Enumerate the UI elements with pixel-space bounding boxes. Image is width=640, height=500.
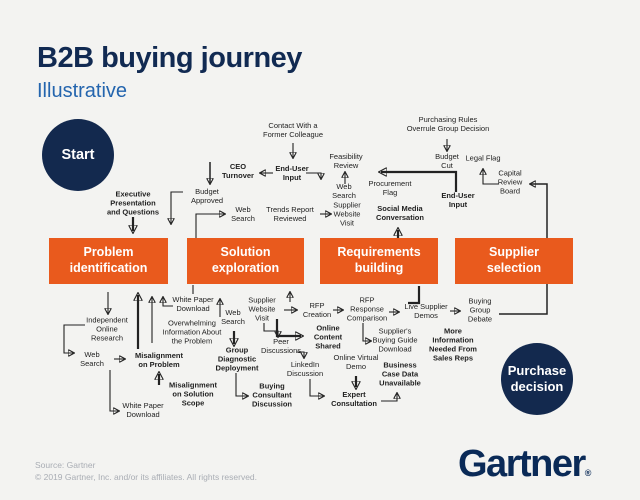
node-peer-discussions: Peer Discussions: [260, 337, 302, 355]
node-online-content-shared: Online Content Shared: [313, 323, 343, 351]
node-overwhelming-information: Overwhelming Information About the Probl…: [162, 318, 222, 346]
registered-mark: ®: [584, 468, 592, 478]
node-end-user-input-right: End-User Input: [441, 191, 475, 209]
stage-problem-identification: Problem identification: [49, 238, 168, 284]
node-budget-cut: Budget Cut: [435, 152, 459, 170]
node-social-media-conversation: Social Media Conversation: [376, 204, 424, 222]
node-purchasing-rules-overrule: Purchasing Rules Overrule Group Decision: [406, 115, 490, 133]
node-web-search-top: Web Search: [231, 205, 255, 223]
node-linkedin-discussion: LinkedIn Discussion: [286, 360, 324, 378]
node-live-supplier-demos: Live Supplier Demos: [404, 302, 448, 320]
node-capital-review-board: Capital Review Board: [497, 168, 523, 196]
node-rfp-response-comparison: RFP Response Comparison: [346, 295, 388, 323]
stage-requirements-building: Requirements building: [320, 238, 438, 284]
node-web-search-left: Web Search: [80, 350, 104, 368]
node-supplier-website-visit-bottom: Supplier Website Visit: [248, 295, 276, 323]
source-copyright-text: Source: Gartner © 2019 Gartner, Inc. and…: [35, 460, 258, 483]
node-rfp-creation: RFP Creation: [302, 301, 332, 319]
start-circle: Start: [42, 119, 114, 191]
gartner-logo: Gartner®: [458, 443, 591, 486]
node-misalignment-on-solution-scope: Misalignment on Solution Scope: [169, 380, 217, 408]
node-misalignment-on-problem: Misalignment on Problem: [135, 351, 183, 369]
gartner-logo-text: Gartner: [458, 443, 586, 485]
node-buying-consultant-discussion: Buying Consultant Discussion: [251, 381, 293, 409]
node-online-virtual-demo: Online Virtual Demo: [333, 353, 379, 371]
node-supplier-website-visit-top: Supplier Website Visit: [333, 200, 361, 228]
page-subtitle: Illustrative: [37, 80, 128, 102]
node-ceo-turnover: CEO Turnover: [222, 162, 254, 180]
node-legal-flag: Legal Flag: [465, 153, 501, 163]
node-end-user-input-left: End-User Input: [275, 164, 309, 182]
node-independent-online-research: Independent Online Research: [86, 315, 128, 343]
node-executive-presentation: Executive Presentation and Questions: [106, 189, 160, 217]
purchase-decision-circle: Purchase decision: [501, 343, 573, 415]
node-budget-approved: Budget Approved: [190, 187, 224, 205]
node-trends-report-reviewed: Trends Report Reviewed: [266, 205, 314, 223]
node-group-diagnostic-deployment: Group Diagnostic Deployment: [215, 345, 259, 373]
node-feasibility-review: Feasibility Review: [329, 152, 363, 170]
node-contact-with-former-colleague: Contact With a Former Colleague: [262, 121, 324, 139]
node-buying-group-debate: Buying Group Debate: [467, 296, 493, 324]
stage-supplier-selection: Supplier selection: [455, 238, 573, 284]
node-procurement-flag: Procurement Flag: [368, 179, 412, 197]
node-more-information-needed: More Information Needed From Sales Reps: [429, 326, 477, 362]
node-web-search-center: Web Search: [221, 308, 245, 326]
node-suppliers-buying-guide-download: Supplier's Buying Guide Download: [372, 326, 418, 354]
node-business-case-data-unavailable: Business Case Data Unavailable: [379, 360, 421, 388]
node-white-paper-download-bottom: White Paper Download: [122, 401, 164, 419]
stage-solution-exploration: Solution exploration: [187, 238, 304, 284]
node-white-paper-download-top: White Paper Download: [172, 295, 214, 313]
node-web-search-mid: Web Search: [332, 182, 356, 200]
page-title: B2B buying journey: [37, 42, 302, 74]
node-expert-consultation: Expert Consultation: [331, 390, 377, 408]
